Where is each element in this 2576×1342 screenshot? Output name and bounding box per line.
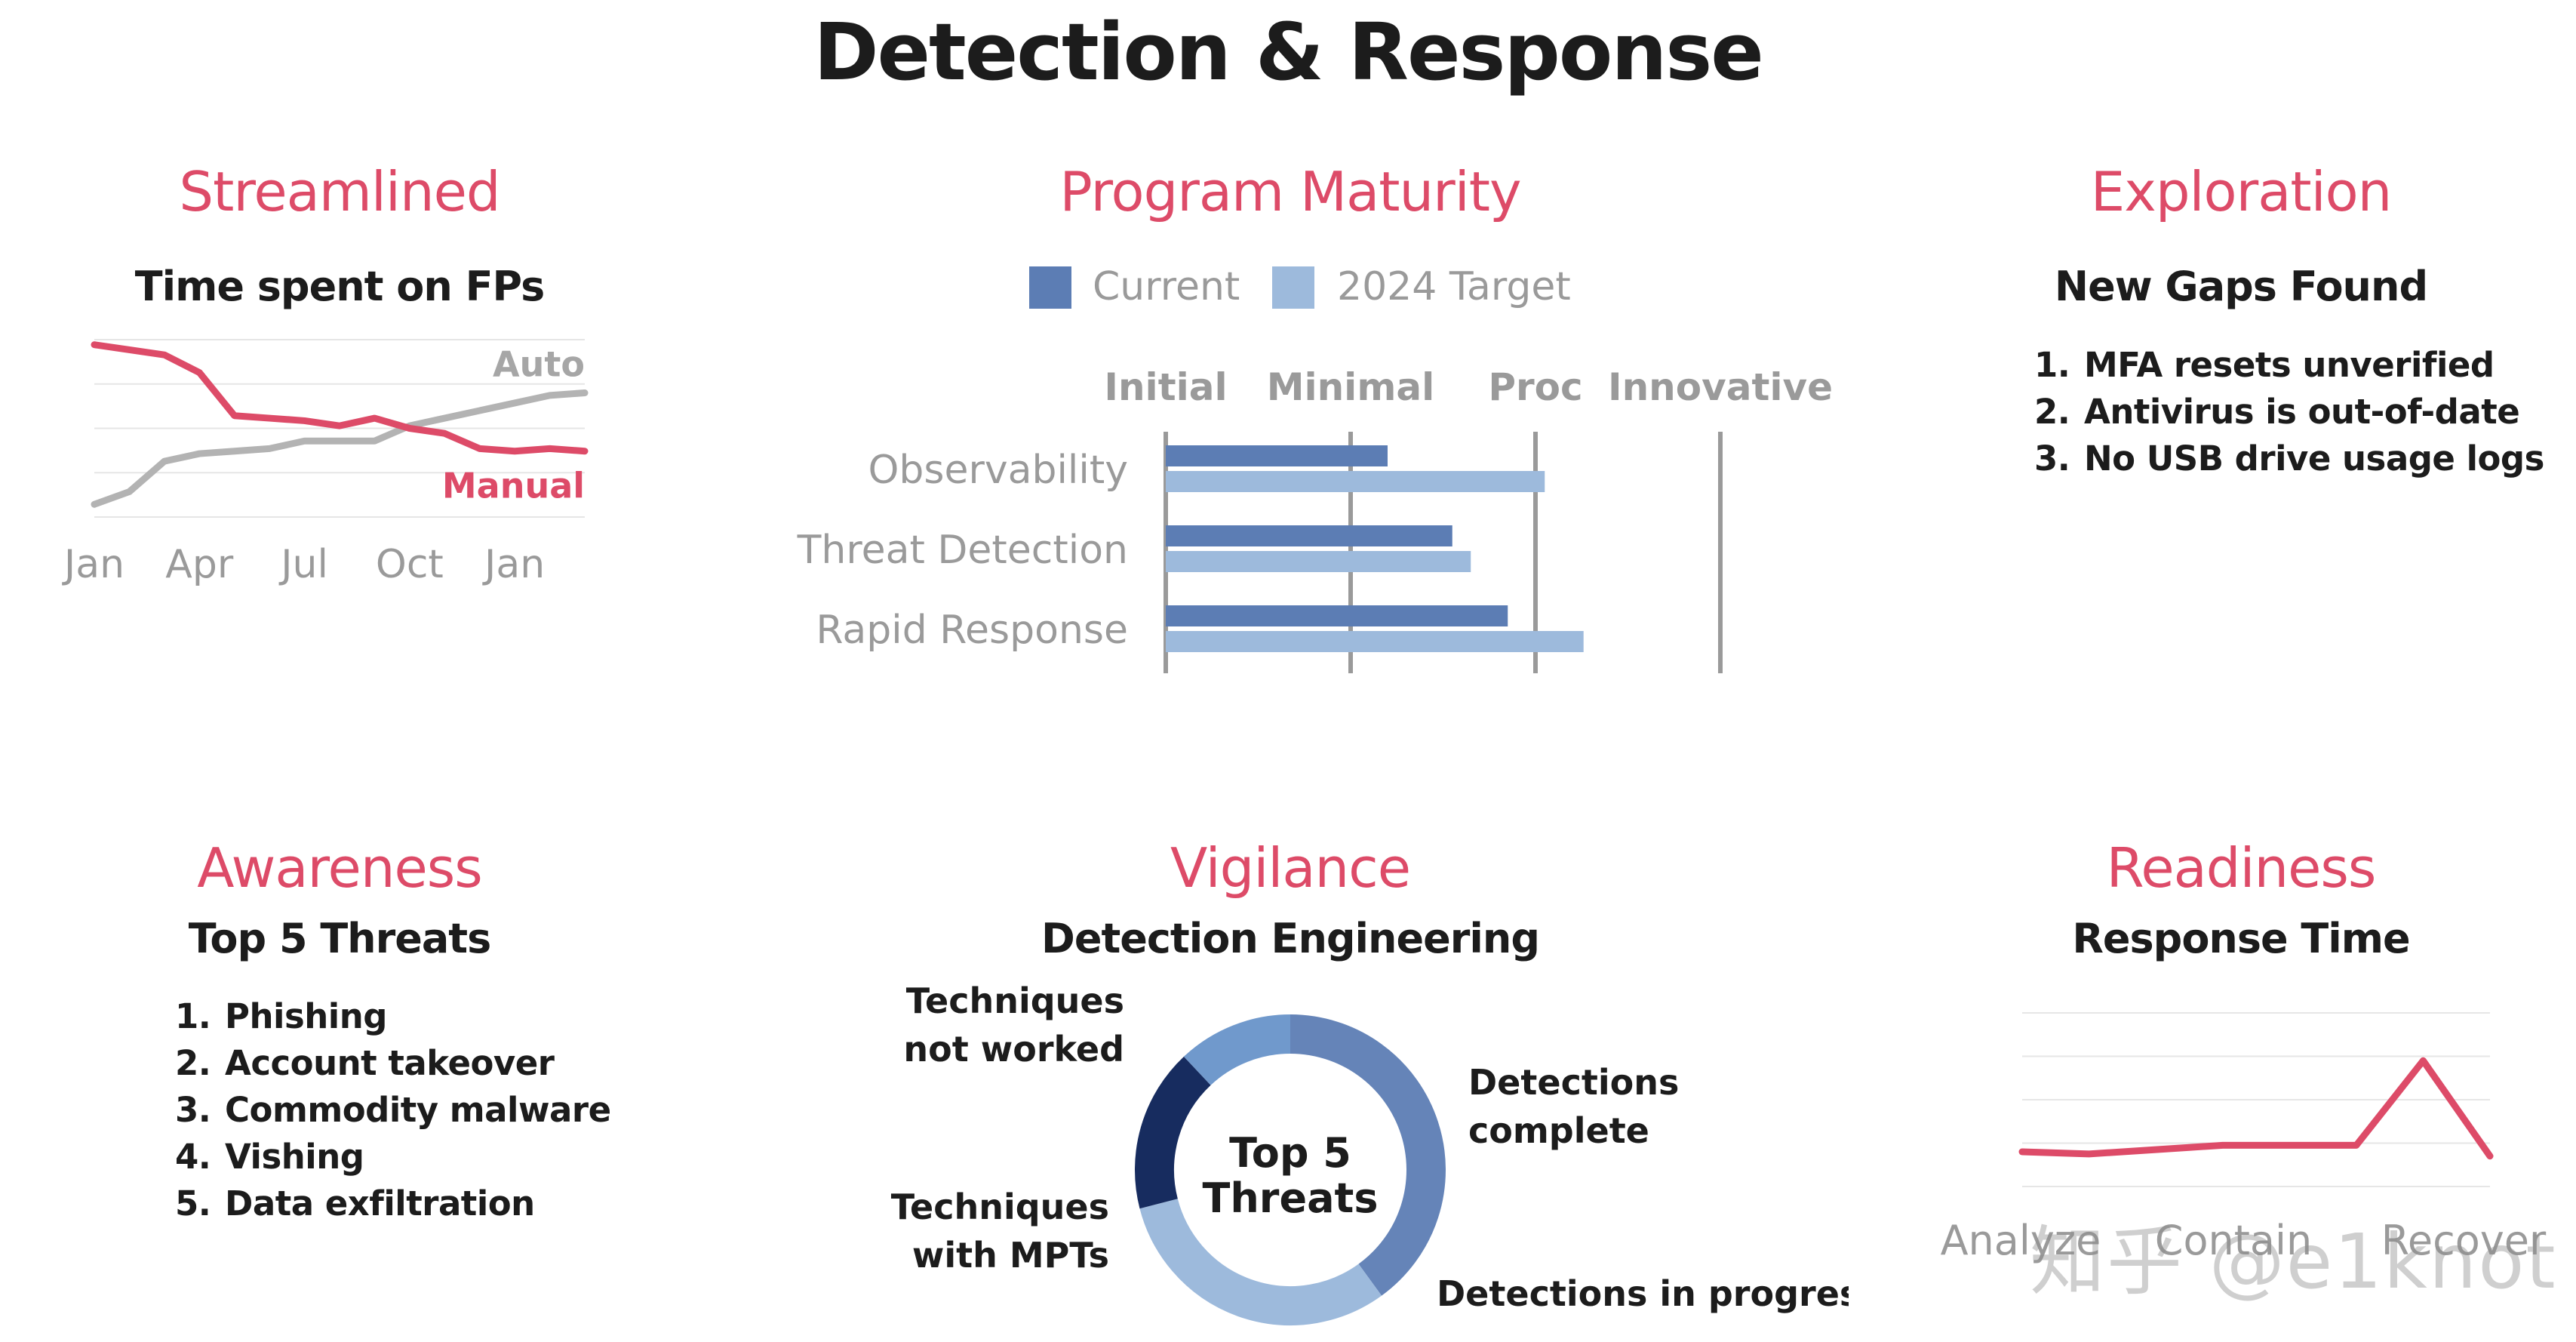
donut-center-line2: Threats [1203,1174,1379,1222]
list-item: 3.Commodity malware [175,1090,611,1130]
readiness-subtitle: Response Time [2072,915,2410,962]
legend-swatch-target [1272,266,1314,309]
bar-current [1166,525,1452,546]
x-tick-label: Oct [376,542,444,587]
level-label: Innovative [1608,365,1833,409]
list-item: 3.No USB drive usage logs [2034,439,2544,479]
threats-list: 1.Phishing 2.Account takeover 3.Commodit… [175,993,611,1227]
maturity-title: Program Maturity [1059,160,1521,223]
donut-slice-4 [1183,1014,1291,1086]
series-label-auto: Auto [493,344,585,385]
slice-label: Detections in progress [1437,1273,1849,1314]
series-label-manual: Manual [442,466,585,506]
list-item: 1.MFA resets unverified [2034,345,2495,385]
x-tick-label: Contain [2155,1217,2312,1264]
bar-target [1166,631,1584,652]
response-time-chart: Analyze Contain Recover [1941,1012,2547,1264]
x-tick-label: Apr [165,542,234,587]
list-item: 2.Account takeover [175,1043,555,1083]
bar-target [1166,551,1471,572]
readiness-title: Readiness [2106,836,2377,900]
streamlined-title: Streamlined [179,160,500,223]
x-tick-label: Jan [62,542,124,587]
legend-label-current: Current [1093,264,1240,309]
gaps-list: 1.MFA resets unverified 2.Antivirus is o… [2034,342,2544,482]
awareness-subtitle: Top 5 Threats [188,915,492,962]
slice-label: complete [1468,1110,1649,1151]
x-tick-label: Recover [2381,1217,2547,1264]
category-label: Observability [868,448,1128,493]
x-tick-label: Jan [482,542,545,587]
level-label: Minimal [1267,365,1435,409]
donut-slice-2 [1139,1198,1382,1325]
bar-current [1166,605,1508,626]
streamlined-subtitle: Time spent on FPs [134,263,546,310]
level-label: Initial [1104,365,1227,409]
category-label: Rapid Response [816,608,1128,653]
x-tick-label: Jul [278,542,328,587]
donut-center-line1: Top 5 [1229,1129,1351,1177]
slice-label: not worked [903,1029,1124,1070]
legend-swatch-current [1029,266,1071,309]
legend-label-target: 2024 Target [1337,264,1571,309]
vigilance-title: Vigilance [1170,836,1411,900]
maturity-bar-chart: Initial Minimal Proc InnovativeObservabilit… [797,365,1833,673]
manual-line [91,341,589,455]
slice-label: Techniques [891,1187,1109,1227]
slice-label: Techniques [906,980,1124,1021]
page-title: Detection & Response [813,6,1764,98]
auto-line [91,389,589,508]
donut-slice-1 [1290,1014,1446,1296]
slice-label: Detections [1468,1062,1679,1103]
donut-slice-3 [1135,1056,1212,1209]
list-item: 1.Phishing [175,996,387,1036]
list-item: 4.Vishing [175,1137,364,1177]
slice-label: with MPTs [912,1235,1109,1276]
category-label: Threat Detection [797,528,1128,573]
bar-target [1166,471,1545,492]
exploration-subtitle: New Gaps Found [2054,263,2428,310]
bar-current [1166,445,1388,466]
level-label: Proc [1488,365,1582,409]
list-item: 5.Data exfiltration [175,1183,535,1223]
list-item: 2.Antivirus is out-of-date [2034,392,2520,432]
awareness-title: Awareness [197,836,483,900]
response-time-line [2018,1057,2494,1160]
exploration-title: Exploration [2090,160,2393,223]
watermark: 知乎 @e1knot [2030,1217,2557,1306]
x-tick-label: Analyze [1941,1217,2101,1264]
vigilance-subtitle: Detection Engineering [1041,915,1540,962]
